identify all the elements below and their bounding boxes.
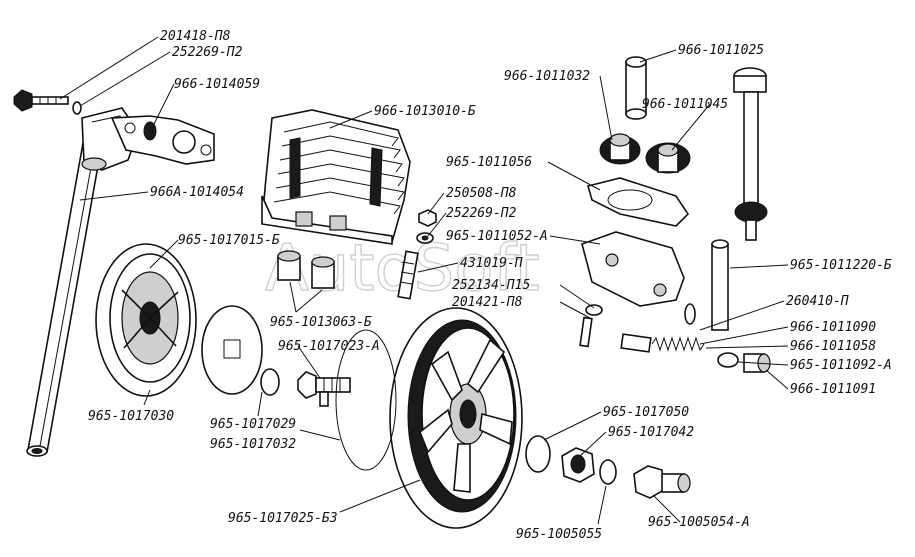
- label-965-1017050: 965-1017050: [603, 405, 689, 420]
- stud-nut-washer: [397, 209, 437, 300]
- label-252134-p15: 252134-П15: [452, 278, 530, 293]
- label-966a-1014054: 966А-1014054: [150, 185, 244, 200]
- label-966-1011058: 966-1011058: [790, 339, 876, 354]
- shaft-965-1011220: [711, 239, 729, 331]
- label-965-1011056: 965-1011056: [446, 155, 532, 170]
- label-260410-p: 260410-П: [786, 294, 849, 309]
- label-965-1017032: 965-1017032: [210, 437, 296, 452]
- gasket-965-1017029: [201, 305, 263, 395]
- pin-260410: [684, 303, 696, 325]
- label-965-1017025-b3: 965-1017025-Б3: [228, 511, 338, 526]
- label-965-1017029: 965-1017029: [210, 417, 296, 432]
- label-431019-p: 431019-П: [460, 256, 523, 271]
- washer-252269-left: [72, 101, 82, 115]
- label-965-1011052-a: 965-1011052-А: [446, 229, 548, 244]
- flange-966-1014059: [110, 115, 215, 165]
- valve-spring-assembly: [620, 333, 771, 373]
- pump-cover-965-1011052: [581, 231, 685, 307]
- intake-tube-assembly: [13, 89, 215, 457]
- label-965-1017030: 965-1017030: [88, 409, 174, 424]
- gasket-965-1011056: [587, 177, 690, 227]
- gear-966-1011045: [645, 142, 691, 174]
- ring-965-1017032: [260, 368, 280, 396]
- gear-966-1011032: [599, 133, 641, 165]
- label-965-1011092-a: 965-1011092-А: [790, 358, 892, 373]
- label-965-1017015-b: 965-1017015-Б: [178, 233, 280, 248]
- label-201421-p8: 201421-П8: [452, 295, 523, 310]
- label-965-1017042: 965-1017042: [608, 425, 694, 440]
- housing-spokes: [419, 338, 513, 493]
- label-966-1014059: 966-1014059: [174, 77, 260, 92]
- label-966-1013010-b: 966-1013010-Б: [374, 104, 476, 119]
- label-965-1005054-a: 965-1005054-А: [648, 515, 750, 530]
- label-966-1011091: 966-1011091: [790, 382, 876, 397]
- label-201418-p8: 201418-П8: [160, 29, 231, 44]
- label-965-1013063-b: 965-1013063-Б: [270, 315, 372, 330]
- label-965-1011220-b: 965-1011220-Б: [790, 258, 892, 273]
- part-labels: 201418-П8 252269-П2 966-1014059 966-1013…: [88, 29, 892, 542]
- union-965-1005054: [633, 465, 691, 499]
- oring-965-1017032: [335, 329, 397, 471]
- bolt-201418: [13, 89, 69, 112]
- label-966-1011090: 966-1011090: [790, 320, 876, 335]
- label-252269-p2-center: 252269-П2: [446, 206, 517, 221]
- label-966-1011025: 966-1011025: [678, 43, 764, 58]
- label-965-1005055: 965-1005055: [516, 527, 602, 542]
- rotor-cover-965-1017015: [95, 243, 197, 397]
- fittings-965-1013063: [277, 250, 335, 289]
- oil-cooler-966-1013010: [261, 109, 411, 245]
- cooler-fins: [273, 121, 405, 215]
- label-965-1017023-a: 965-1017023-А: [278, 339, 380, 354]
- nut-965-1017042: [561, 447, 595, 483]
- tube-966A-1014054: [26, 131, 105, 457]
- washer-965-1005055: [599, 459, 617, 485]
- fitting-965-1017023: [297, 371, 351, 407]
- label-966-1011032: 966-1011032: [504, 69, 590, 84]
- pin-966-1011025: [625, 56, 647, 120]
- label-250508-p8: 250508-П8: [446, 186, 517, 201]
- label-966-1011045: 966-1011045: [642, 97, 728, 112]
- label-252269-p2-left: 252269-П2: [172, 45, 243, 60]
- bolt-201421: [579, 304, 603, 348]
- rotor-housing-965-1017025: [335, 307, 523, 529]
- leader-lines: [59, 36, 789, 525]
- drive-shaft: [733, 67, 768, 241]
- ring-965-1017050: [525, 435, 551, 473]
